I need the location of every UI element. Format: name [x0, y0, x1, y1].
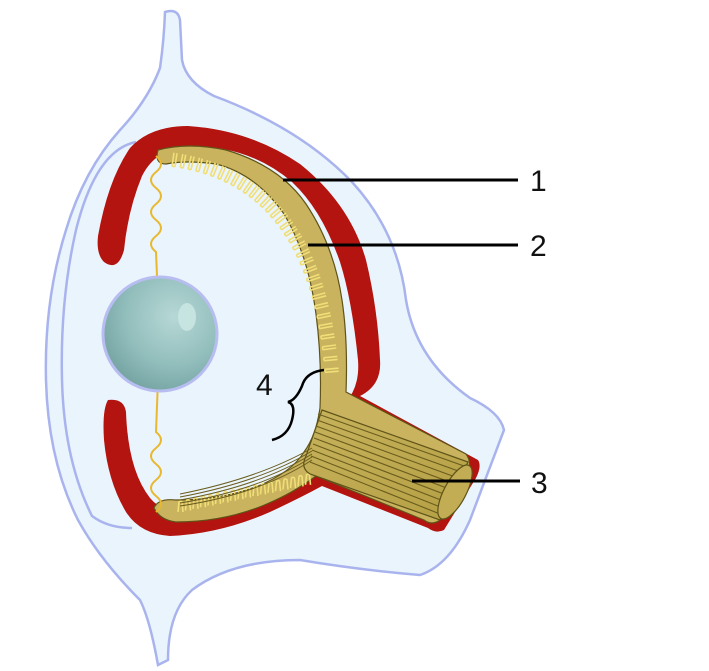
rod-cell [214, 492, 222, 505]
retina-fibre [179, 453, 313, 501]
rod-cell [179, 153, 187, 169]
rod-cell [292, 240, 307, 251]
rod-cell [242, 180, 255, 194]
rod-cell [282, 478, 289, 490]
rod-cell [265, 200, 278, 213]
rod-cell [202, 159, 212, 175]
rod-cell [254, 189, 267, 203]
rod-cell [222, 490, 229, 503]
pigment-layer-outer [97, 126, 480, 536]
label-4: 4 [256, 369, 273, 402]
anterior-chamber-outline [60, 140, 137, 530]
retina-fibre [179, 450, 313, 498]
nerve-fibre [315, 425, 459, 479]
label-3: 3 [531, 467, 548, 500]
rod-cell [279, 218, 294, 231]
rod-cell [302, 264, 318, 274]
rod-cell [297, 474, 304, 487]
lens-highlight [178, 303, 196, 331]
rod-cell [216, 165, 227, 180]
rod-cell [171, 152, 178, 168]
rod-cell [199, 495, 207, 508]
rod-cell [318, 322, 334, 330]
retina-fibre [179, 459, 313, 507]
label-1: 1 [530, 165, 547, 198]
nerve-fibre [314, 431, 456, 485]
rod-cell [289, 476, 297, 489]
rod-cell [269, 206, 284, 219]
rod-cell [304, 473, 312, 485]
lens [101, 275, 219, 393]
rod-cell [209, 162, 219, 177]
rod-cell [207, 494, 214, 506]
rod-cell [192, 497, 199, 509]
rod-cell [259, 194, 273, 208]
rod-cell [223, 168, 234, 183]
rod-cell [236, 176, 248, 190]
rod-cell [187, 155, 195, 171]
ligament-upper [150, 155, 162, 301]
bracket-4 [271, 368, 325, 442]
nerve-fibre [317, 413, 465, 467]
nerve-fibre [311, 449, 447, 503]
rod-cell [316, 312, 332, 320]
retina-fibre [179, 456, 313, 504]
rod-cell [230, 172, 241, 187]
nerve-fibre [310, 455, 444, 509]
nerve-fibre [309, 461, 441, 515]
rod-cell [308, 282, 324, 291]
rod-cell [195, 157, 204, 173]
photoreceptor-rods [171, 152, 339, 513]
optic-nerve-end [437, 464, 473, 520]
rod-cell [299, 256, 314, 266]
rod-cell [314, 301, 329, 310]
optic-nerve [303, 409, 473, 521]
rod-cell [288, 232, 303, 244]
rod-cell [311, 292, 327, 301]
rod-cell [274, 479, 282, 492]
rod-cell [274, 212, 289, 225]
rod-cell [305, 273, 321, 283]
rod-cell [248, 184, 261, 199]
rod-cell [252, 484, 259, 497]
rod-cell [184, 498, 192, 511]
lower-retina-fibres [179, 447, 313, 507]
rod-cell [323, 355, 338, 362]
rod-cell [324, 367, 339, 374]
rod-cell [320, 333, 335, 340]
retina-fibre [179, 447, 313, 495]
ligament-lower [150, 379, 162, 513]
rod-cell [295, 248, 311, 259]
rod-cell [321, 344, 337, 351]
nerve-fibre [316, 419, 462, 473]
label-2: 2 [530, 230, 547, 263]
rod-cell [177, 500, 184, 513]
rod-cell [283, 225, 298, 237]
nerve-fibre [312, 443, 450, 497]
